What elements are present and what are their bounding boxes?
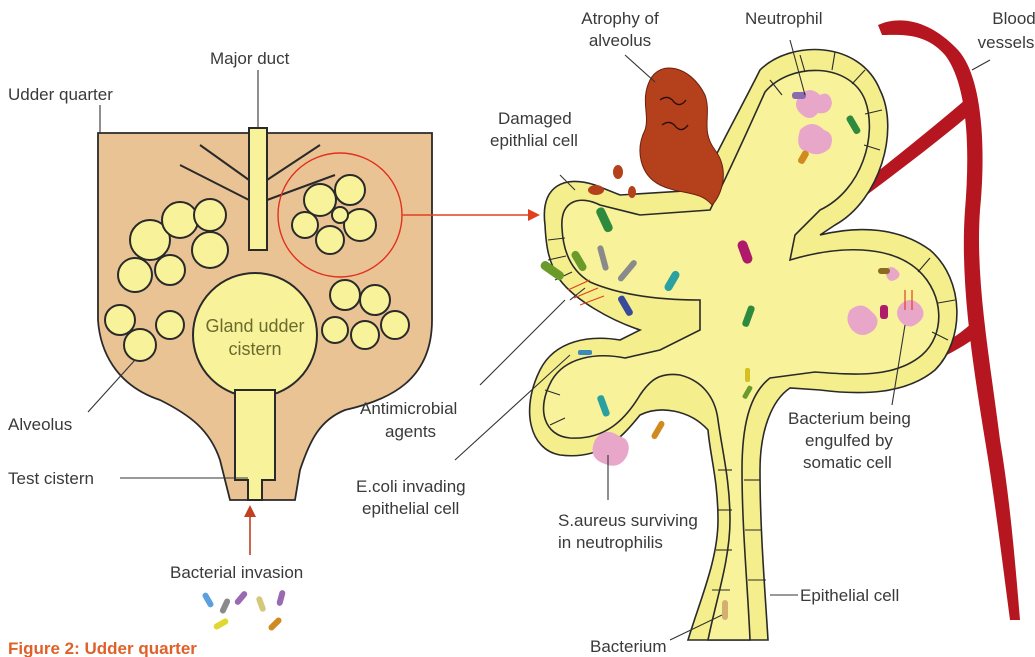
label-saureus-2: in neutrophilis (558, 533, 663, 552)
label-engulfed-2: engulfed by (805, 431, 893, 450)
label-antimicrobial-2: agents (385, 422, 436, 441)
label-atrophy-2: alveolus (589, 31, 651, 50)
label-test-cistern: Test cistern (8, 469, 94, 488)
label-epithelial-cell: Epithelial cell (800, 586, 899, 605)
atrophy-alveolus (640, 68, 723, 205)
label-bacterium: Bacterium (590, 637, 667, 656)
label-damaged-1: Damaged (498, 109, 572, 128)
label-damaged-2: epithlial cell (490, 131, 578, 150)
label-udder-quarter: Udder quarter (8, 85, 113, 104)
bacteria-group (201, 589, 286, 631)
udder-quarter-panel: Udder quarter Major duct Gland udder cis… (8, 49, 540, 657)
invasion-arrow-head (244, 505, 256, 517)
label-antimicrobial-1: Antimicrobial (360, 399, 457, 418)
label-ecoli-1: E.coli invading (356, 477, 466, 496)
label-blood-2: vessels (978, 33, 1035, 52)
leader-atrophy (625, 55, 655, 82)
label-blood-1: Blood (992, 9, 1035, 28)
leader-alveolus (88, 360, 135, 412)
label-neutrophil: Neutrophil (745, 9, 823, 28)
label-saureus-1: S.aureus surviving (558, 511, 698, 530)
label-gland-cistern-2: cistern (228, 339, 281, 359)
major-duct-shape (249, 128, 267, 250)
label-major-duct: Major duct (210, 49, 290, 68)
label-bacterial-invasion: Bacterial invasion (170, 563, 303, 582)
alveoli-detail-panel: Atrophy of alveolus Neutrophil Blood ves… (356, 9, 1035, 656)
label-gland-cistern-1: Gland udder (205, 316, 304, 336)
leader-blood-vessels (972, 60, 990, 70)
label-engulfed-3: somatic cell (803, 453, 892, 472)
label-engulfed-1: Bacterium being (788, 409, 911, 428)
figure-caption: Figure 2: Udder quarter (8, 639, 197, 657)
label-alveolus: Alveolus (8, 415, 72, 434)
zoom-arrow-head (528, 209, 540, 221)
label-ecoli-2: epithelial cell (362, 499, 459, 518)
label-atrophy-1: Atrophy of (581, 9, 659, 28)
